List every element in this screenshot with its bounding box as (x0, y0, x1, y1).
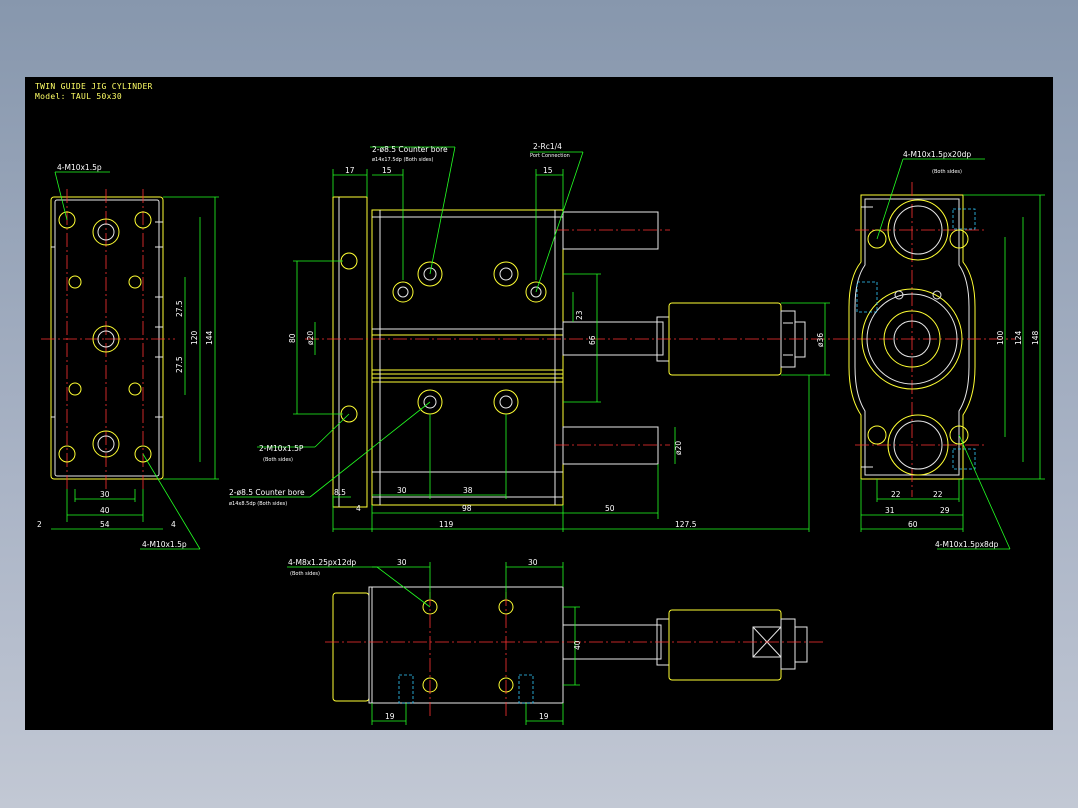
dim-front-d36: ø36 (816, 333, 825, 347)
right-end-view: 100 124 148 22 22 31 29 60 4-M10x1.5px20… (835, 150, 1045, 550)
dim-front-38: 38 (463, 486, 473, 495)
dim-left-2: 2 (37, 520, 42, 529)
dim-bottom-19-b: 19 (539, 712, 549, 721)
dim-front-d20: ø20 (306, 331, 315, 345)
front-view: 17 15 15 23 66 ø36 ø20 80 ø20 8.5 4 30 3… (229, 142, 835, 532)
dim-right-148: 148 (1031, 330, 1040, 345)
dim-front-15-b: 15 (543, 166, 553, 175)
dim-left-4: 4 (171, 520, 176, 529)
dim-right-60: 60 (908, 520, 918, 529)
callout-m10-side-1: 2-M10x1.5P (259, 444, 304, 453)
callout-port-2: Port Connection (530, 153, 570, 159)
dim-right-29: 29 (940, 506, 950, 515)
dim-bottom-30-a: 30 (397, 558, 407, 567)
dim-right-124: 124 (1014, 330, 1023, 345)
cad-drawing: 27.5 27.5 120 144 30 40 54 2 4 4-M10x1.5… (37, 142, 1045, 725)
dim-left-40: 40 (100, 506, 110, 515)
callout-cb-bot-1: 2-ø8.5 Counter bore (229, 488, 305, 497)
dim-left-120: 120 (190, 330, 199, 345)
dim-bottom-30-b: 30 (528, 558, 538, 567)
drawing-model: Model: TAUL 50x30 (35, 92, 122, 101)
dim-front-17: 17 (345, 166, 355, 175)
dim-bottom-19-a: 19 (385, 712, 395, 721)
callout-left-bottom: 4-M10x1.5p (142, 540, 187, 549)
callout-m8-2: (Both sides) (290, 571, 320, 577)
dim-left-54: 54 (100, 520, 110, 529)
dim-right-100: 100 (996, 330, 1005, 345)
dim-bottom-40: 40 (573, 640, 582, 650)
dim-front-80: 80 (288, 333, 297, 343)
callout-cb-top-1: 2-ø8.5 Counter bore (372, 145, 448, 154)
dim-front-66: 66 (588, 335, 597, 345)
dim-left-144: 144 (205, 330, 214, 345)
dim-right-22-a: 22 (891, 490, 901, 499)
callout-right-top-1: 4-M10x1.5px20dp (903, 150, 971, 159)
dim-right-31: 31 (885, 506, 895, 515)
callout-cb-top-2: ø14x17.5dp (Both sides) (372, 157, 433, 163)
dim-left-27-5-b: 27.5 (175, 356, 184, 373)
left-end-view: 27.5 27.5 120 144 30 40 54 2 4 4-M10x1.5… (37, 163, 219, 550)
callout-m10-side-2: (Both sides) (263, 457, 293, 463)
dim-front-23: 23 (575, 310, 584, 320)
dim-front-4: 4 (356, 504, 361, 513)
dim-front-8-5: 8.5 (334, 488, 346, 497)
dim-left-30: 30 (100, 490, 110, 499)
dim-front-119: 119 (439, 520, 454, 529)
callout-m8-1: 4-M8x1.25px12dp (288, 558, 356, 567)
bottom-view: 30 30 40 19 19 4-M8x1.25px12dp (Both sid… (287, 558, 825, 725)
drawing-sheet: TWIN GUIDE JIG CYLINDER Model: TAUL 50x3… (25, 77, 1053, 730)
dim-front-30: 30 (397, 486, 407, 495)
dim-front-15-a: 15 (382, 166, 392, 175)
callout-cb-bot-2: ø14x8.5dp (Both sides) (229, 501, 287, 507)
dim-front-50: 50 (605, 504, 615, 513)
callout-right-top-2: (Both sides) (932, 169, 962, 175)
dim-front-98: 98 (462, 504, 472, 513)
callout-right-bottom: 4-M10x1.5px8dp (935, 540, 999, 549)
dim-front-127-5: 127.5 (675, 520, 697, 529)
callout-port-1: 2-Rc1/4 (533, 142, 562, 151)
drawing-title: TWIN GUIDE JIG CYLINDER (35, 82, 153, 91)
dim-right-22-b: 22 (933, 490, 943, 499)
dim-left-27-5-a: 27.5 (175, 300, 184, 317)
dim-front-d20-rod: ø20 (674, 441, 683, 455)
callout-left-top: 4-M10x1.5p (57, 163, 102, 172)
